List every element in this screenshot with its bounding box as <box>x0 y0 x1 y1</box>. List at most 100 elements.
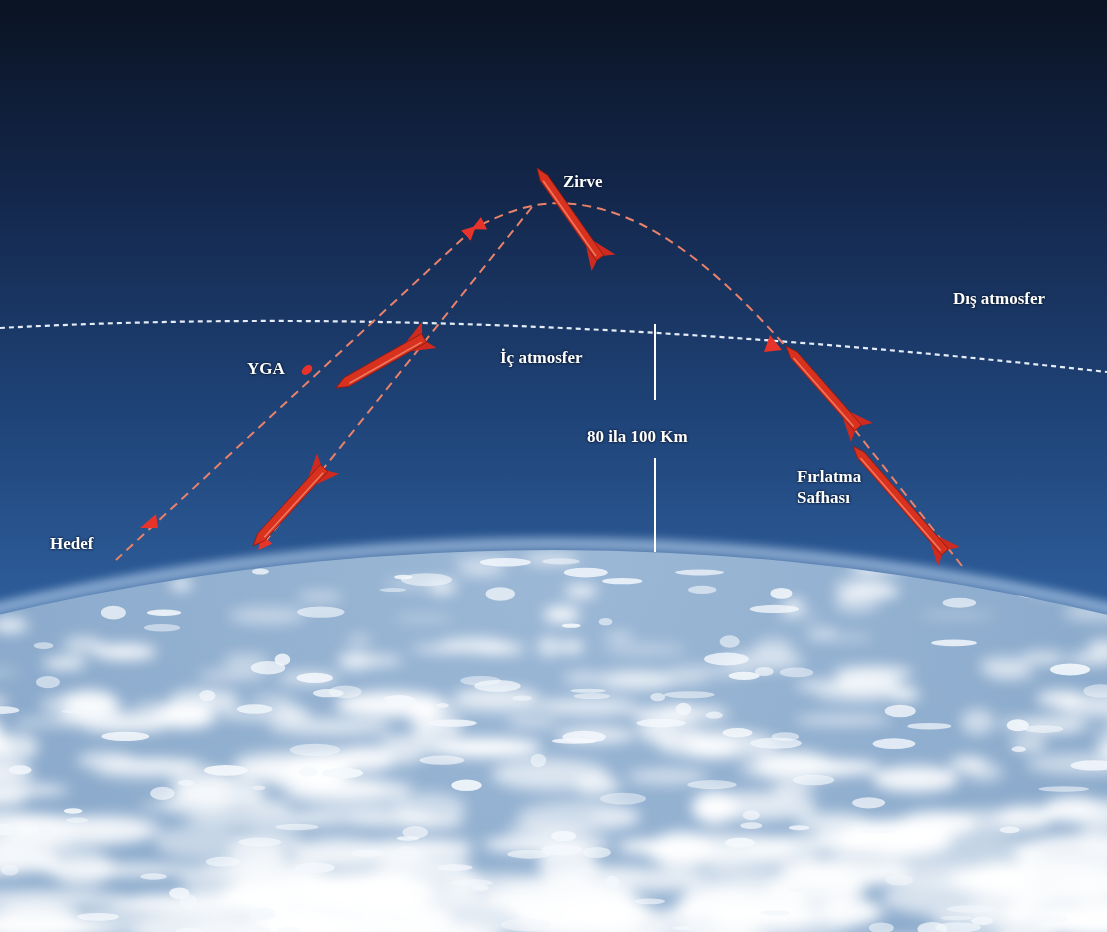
cloud <box>155 825 245 859</box>
rocket <box>775 336 873 442</box>
cloud-detail <box>480 558 531 567</box>
cloud-detail <box>237 704 273 714</box>
cloud-detail <box>512 695 532 700</box>
cloud-detail <box>174 928 206 932</box>
cloud-detail <box>380 588 407 592</box>
cloud <box>219 881 293 913</box>
rocket-highlight <box>794 358 854 426</box>
cloud-detail <box>252 785 265 790</box>
cloud <box>491 759 609 791</box>
cloud <box>0 889 125 907</box>
cloud <box>917 613 997 618</box>
cloud-detail <box>725 838 755 848</box>
cloud-detail <box>252 569 269 575</box>
cloud <box>457 566 505 575</box>
direction-arrow <box>764 335 782 352</box>
cloud-detail <box>451 780 481 792</box>
cloud-detail <box>1038 786 1089 791</box>
cloud <box>833 579 887 586</box>
target-label: Hedef <box>50 533 93 554</box>
cloud-detail <box>428 719 477 726</box>
cloud-detail <box>199 690 215 701</box>
cloud <box>392 616 454 622</box>
cloud-detail <box>687 780 736 789</box>
cloud-detail <box>605 876 618 889</box>
atmosphere-boundary <box>0 321 1107 372</box>
cloud-detail <box>788 888 826 892</box>
cloud-detail <box>298 767 318 776</box>
apex-label: Zirve <box>563 171 603 192</box>
cloud-detail <box>704 653 749 666</box>
cloud <box>604 645 686 654</box>
cloud-detail <box>1024 914 1067 923</box>
cloud-detail <box>750 605 799 613</box>
cloud-detail <box>296 673 332 683</box>
interceptor-dot <box>300 363 314 377</box>
cloud <box>0 741 10 757</box>
cloud <box>637 868 775 890</box>
cloud <box>543 606 580 623</box>
direction-arrow <box>140 514 158 528</box>
cloud-detail <box>873 738 916 749</box>
outer-atmosphere-label: Dış atmosfer <box>953 288 1045 309</box>
cloud-detail <box>971 917 993 925</box>
cloud-detail <box>437 864 473 871</box>
cloud-detail <box>859 829 894 834</box>
cloud-detail <box>36 676 60 688</box>
launch-phase-label: Fırlatma Safhası <box>797 466 873 509</box>
cloud <box>505 825 596 835</box>
cloud-detail <box>706 712 723 719</box>
cloud-detail <box>61 709 99 713</box>
cloud-detail <box>573 693 610 699</box>
cloud <box>1020 651 1066 664</box>
cloud <box>860 561 904 572</box>
cloud-detail <box>947 905 997 913</box>
cloud-detail <box>0 570 23 576</box>
cloud-detail <box>634 898 665 904</box>
cloud-detail <box>530 754 546 767</box>
cloud-detail <box>1 865 19 876</box>
cloud-detail <box>943 598 977 608</box>
altitude-label: 80 ila 100 Km <box>587 426 688 447</box>
cloud-detail <box>542 558 580 564</box>
cloud <box>1067 652 1107 665</box>
cloud-detail <box>64 808 83 813</box>
cloud <box>469 643 526 654</box>
cloud-detail <box>1024 725 1064 733</box>
cloud-detail <box>486 587 515 601</box>
cloud-detail <box>885 705 916 718</box>
cloud-detail <box>436 703 449 708</box>
cloud <box>537 636 562 656</box>
cloud-detail <box>474 680 521 692</box>
cloud-detail <box>313 689 344 697</box>
rocket-highlight <box>860 458 940 550</box>
cloud <box>1026 753 1107 775</box>
cloud <box>170 578 192 591</box>
cloud <box>835 586 863 602</box>
cloud-detail <box>140 873 166 879</box>
cloud-detail <box>34 642 54 649</box>
cloud-detail <box>562 623 581 627</box>
cloud-detail <box>77 913 119 921</box>
cloud-detail <box>602 578 642 584</box>
cloud-detail <box>583 847 611 858</box>
cloud-detail <box>1083 684 1107 697</box>
cloud-detail <box>852 797 885 808</box>
cloud-detail <box>931 640 977 647</box>
cloud <box>832 676 900 695</box>
cloud <box>560 641 584 653</box>
cloud <box>961 709 995 735</box>
cloud-detail <box>102 732 150 741</box>
horizon-glow <box>0 544 1107 932</box>
cloud <box>1045 878 1107 894</box>
rocket-body <box>334 334 427 393</box>
cloud <box>249 697 295 703</box>
cloud-detail <box>743 810 760 820</box>
cloud-detail <box>147 609 181 616</box>
cloud-detail <box>676 703 692 716</box>
cloud-detail <box>277 927 301 932</box>
interceptor-label: YGA <box>247 358 285 379</box>
cloud-detail <box>150 787 174 800</box>
